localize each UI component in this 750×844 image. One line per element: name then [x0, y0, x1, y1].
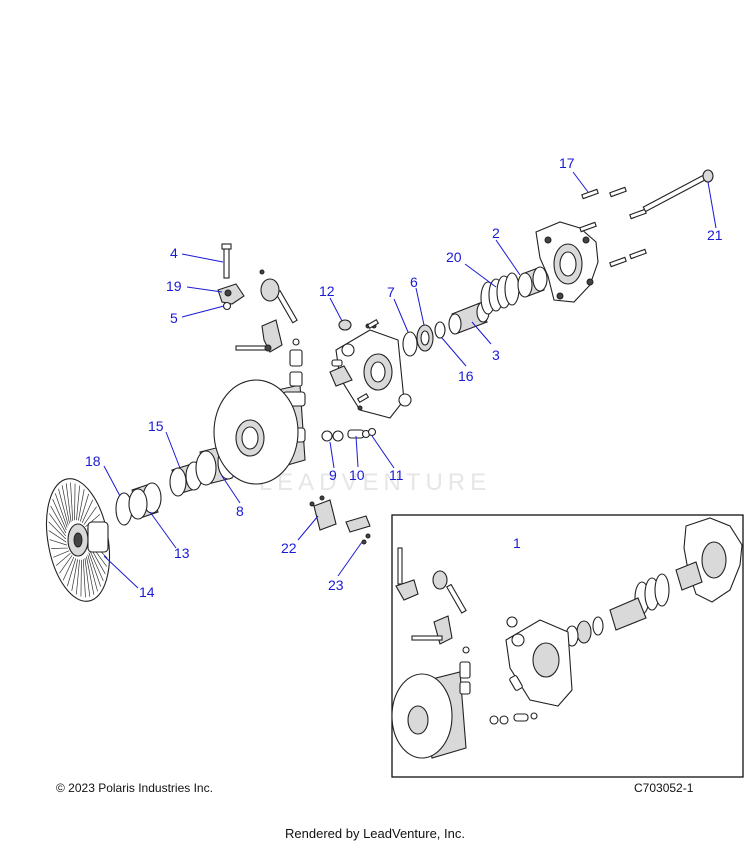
- callout-21: 21: [707, 227, 723, 243]
- part-4-bolt: [221, 243, 232, 279]
- fan-fin: [84, 558, 91, 597]
- part-20-spring: [480, 272, 520, 315]
- spider-cover-plate: [535, 221, 599, 303]
- fan-fin: [49, 539, 67, 546]
- part-5-nut: [222, 301, 232, 311]
- moveable-sheave: [213, 379, 306, 485]
- spacer-stack: [289, 338, 303, 387]
- fan-fin: [59, 555, 73, 574]
- callout-9: 9: [329, 467, 337, 483]
- part-23-screw: [345, 515, 371, 545]
- callout-6: 6: [410, 274, 418, 290]
- callout-11: 11: [389, 467, 404, 483]
- fan-fin: [55, 552, 71, 566]
- part-12-puck: [338, 319, 352, 331]
- callout-2: 2: [492, 225, 500, 241]
- callout-22: 22: [281, 540, 297, 556]
- watermark-text: LEADVENTURE: [259, 469, 491, 496]
- part-2-bushing: [517, 266, 548, 298]
- fan-fin: [62, 557, 75, 581]
- roller-pin-assembly: [259, 269, 298, 324]
- part-19-weight: [217, 283, 245, 305]
- fan-fin: [65, 483, 72, 522]
- callout-3: 3: [492, 347, 500, 363]
- rendered-by-footer: Rendered by LeadVenture, Inc.: [285, 826, 465, 841]
- fan-fin: [48, 521, 67, 540]
- part-22-button: [309, 495, 337, 531]
- fan-fin: [82, 559, 86, 598]
- fan-fin: [87, 554, 98, 592]
- callout-17: 17: [559, 155, 575, 171]
- hub-small-parts: [356, 319, 380, 403]
- fan-fin: [76, 485, 81, 521]
- fan-fin: [53, 550, 70, 558]
- figure-code: C703052-1: [634, 781, 694, 795]
- callout-23: 23: [328, 577, 344, 593]
- fan-fin: [86, 556, 95, 595]
- fan-fin: [51, 547, 68, 549]
- part-7-washer: [402, 331, 418, 357]
- callout-16: 16: [458, 368, 474, 384]
- copyright-text: © 2023 Polaris Industries Inc.: [56, 781, 213, 795]
- weight-arm-assembly: [235, 319, 283, 353]
- fan-fin: [78, 489, 85, 521]
- callout-4: 4: [170, 245, 178, 261]
- spider-hub: [329, 323, 412, 419]
- callout-20: 20: [446, 249, 462, 265]
- part-6-washer: [416, 324, 434, 352]
- fan-fin: [71, 559, 78, 591]
- fan-fin: [75, 559, 80, 595]
- part-17-bolts: [579, 186, 647, 268]
- part-9-washer: [321, 430, 344, 442]
- fan-fin: [88, 552, 102, 587]
- part-13-bushing: [128, 482, 162, 520]
- fan-fin: [81, 499, 94, 523]
- callout-labels: 1 2 3 4 5 6 7 8 9 10 11 12 13 14 15 16 1…: [85, 155, 723, 600]
- fan-fin: [49, 513, 66, 537]
- fan-fin: [89, 549, 104, 582]
- part-11-o-ring: [361, 427, 377, 439]
- part-21-long-bolt: [642, 169, 714, 213]
- inset-assembly-drawing: [391, 517, 743, 759]
- callout-10: 10: [349, 467, 365, 483]
- callout-13: 13: [174, 545, 190, 561]
- fan-fin: [50, 505, 67, 534]
- fan-fin: [58, 488, 69, 526]
- callout-19: 19: [166, 278, 182, 294]
- callout-12: 12: [319, 283, 335, 299]
- fan-fin: [70, 482, 74, 521]
- fan-fin: [83, 506, 97, 525]
- fan-fin: [48, 530, 67, 543]
- callout-14: 14: [139, 584, 155, 600]
- fan-fin: [67, 558, 77, 587]
- callout-15: 15: [148, 418, 164, 434]
- callout-8: 8: [236, 503, 244, 519]
- fan-fin: [52, 498, 67, 531]
- part-14-fan-sheave: [46, 478, 110, 602]
- fan-fin: [54, 493, 68, 528]
- callout-1: 1: [513, 535, 521, 551]
- fan-fin: [79, 493, 89, 522]
- fan-fin: [80, 559, 82, 597]
- fan-fin: [61, 485, 70, 524]
- part-16-o-ring: [434, 321, 446, 339]
- callout-7: 7: [387, 284, 395, 300]
- callout-18: 18: [85, 453, 101, 469]
- fan-fin: [74, 483, 76, 521]
- callout-5: 5: [170, 310, 178, 326]
- leader-lines: [103, 171, 717, 589]
